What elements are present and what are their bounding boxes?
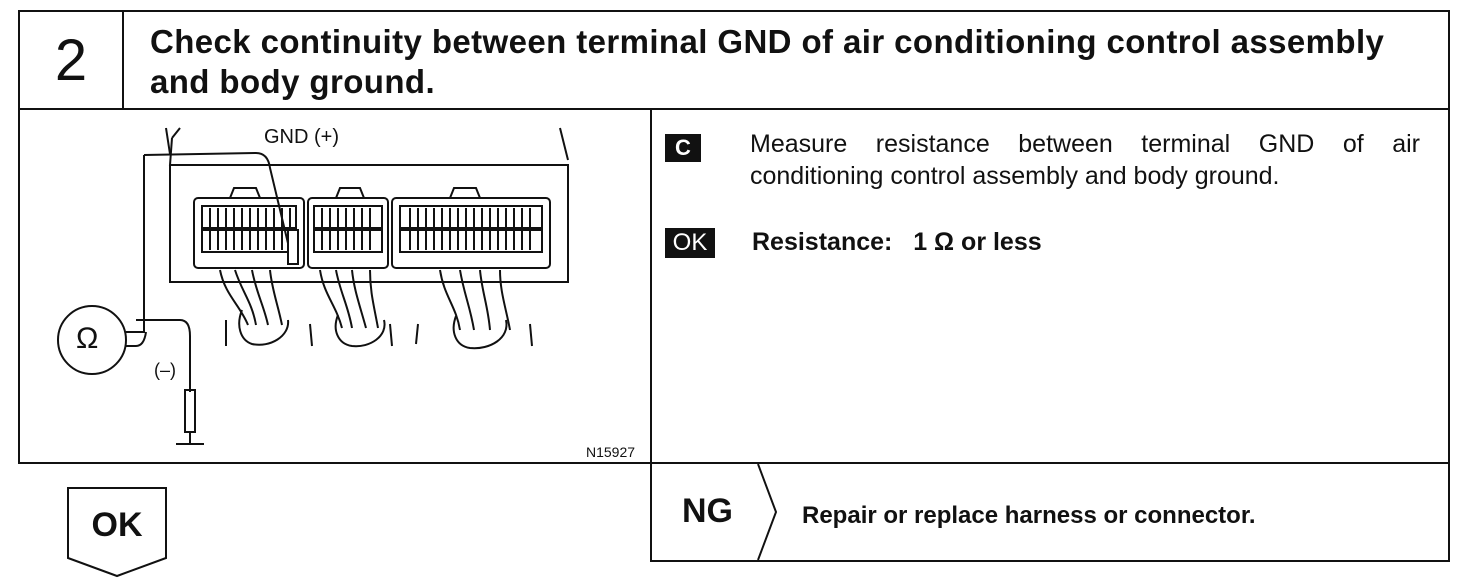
step-title: Check continuity between terminal GND of…: [150, 23, 1385, 100]
measure-instruction: Measure resistance between terminal GND …: [750, 130, 1420, 190]
connector-diagram: [57, 127, 569, 445]
resistance-value: 1 Ω or less: [913, 228, 1042, 256]
resistance-spec: Resistance: 1 Ω or less: [752, 228, 1042, 257]
ok-badge: OK: [665, 228, 715, 258]
step-number: 2: [20, 12, 124, 108]
ng-result-row: NG Repair or replace harness or connecto…: [650, 462, 1450, 562]
minus-label: (–): [154, 360, 176, 380]
wiring-illustration: GND (+) Ω (–) N15927: [18, 108, 652, 464]
ok-down-arrow-icon: [67, 487, 167, 578]
figure-id: N15927: [586, 444, 636, 460]
gnd-plus-label: GND (+): [264, 126, 339, 148]
ng-action-text: Repair or replace harness or connector.: [802, 502, 1256, 529]
step-header: 2 Check continuity between terminal GND …: [18, 10, 1450, 110]
check-badge: C: [665, 134, 701, 162]
resistance-label: Resistance:: [752, 228, 893, 256]
instruction-panel: C Measure resistance between terminal GN…: [650, 108, 1450, 464]
ng-label: NG: [682, 492, 733, 530]
chevron-right-icon: [757, 464, 778, 560]
ok-arrow-label: OK: [91, 506, 143, 544]
ohm-symbol: Ω: [76, 322, 99, 355]
